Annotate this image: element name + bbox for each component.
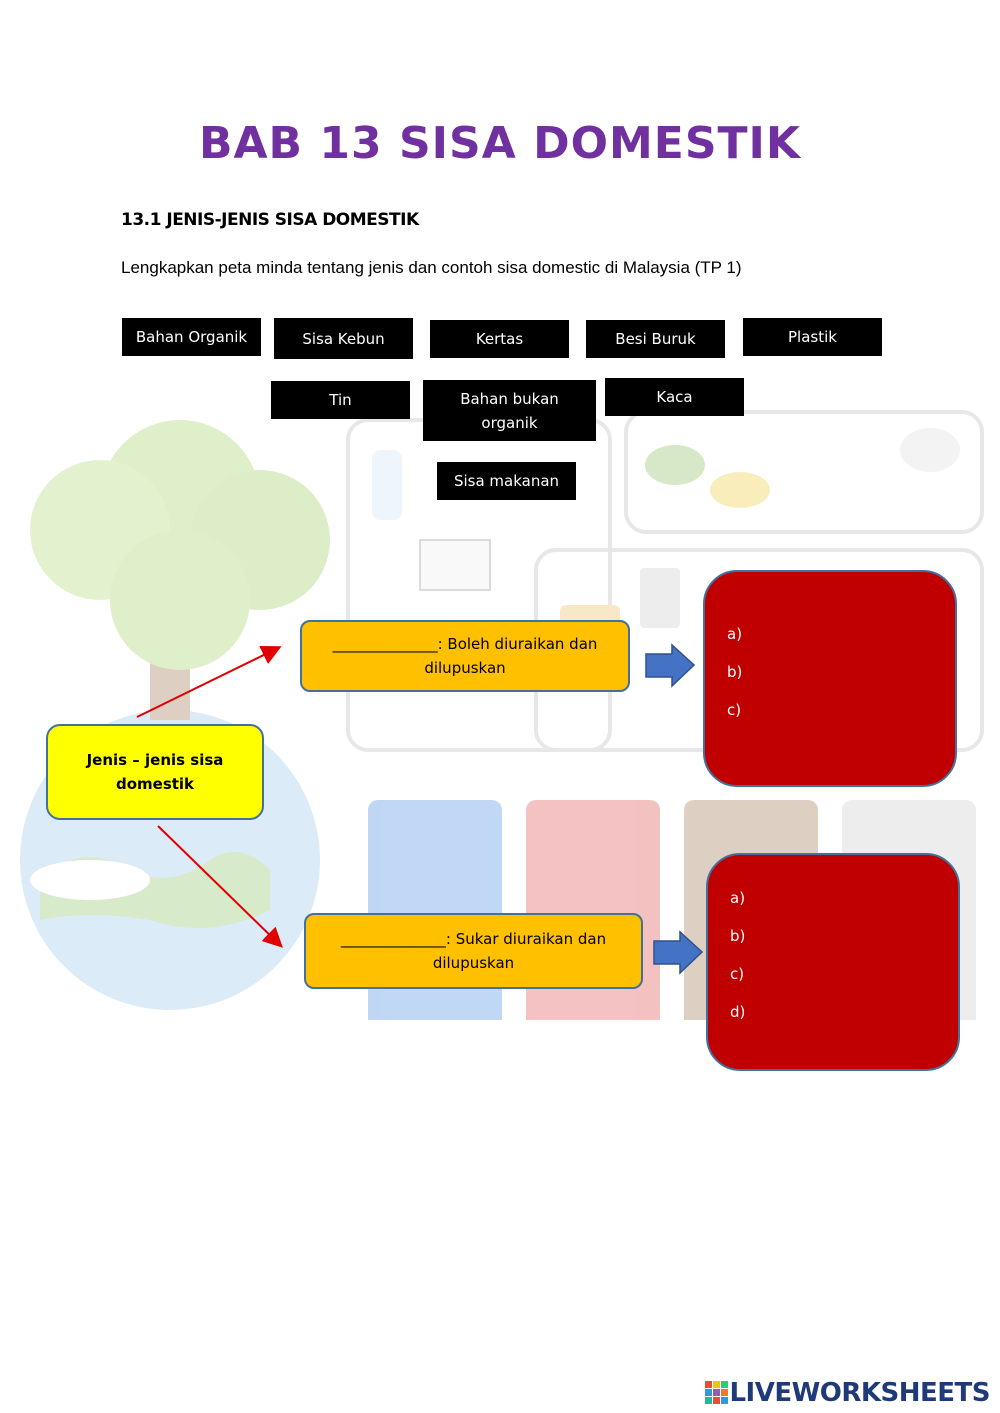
answer-label-d: d): [730, 1003, 746, 1021]
answer-label-a: a): [730, 889, 746, 907]
answer-box-bottom[interactable]: a) b) c) d): [706, 853, 960, 1071]
answer-label-a: a): [727, 625, 743, 643]
chip-bahan-bukan-organik[interactable]: Bahan bukan organik: [423, 380, 596, 441]
answer-label-b: b): [727, 663, 743, 681]
answer-label-c: c): [730, 965, 745, 983]
red-arrow-bottom: [157, 825, 283, 948]
type-box-non-biodegradable[interactable]: ______________: Sukar diuraikan dan dilu…: [304, 913, 643, 989]
instruction-text: Lengkapkan peta minda tentang jenis dan …: [121, 258, 742, 277]
answer-label-b: b): [730, 927, 746, 945]
liveworksheets-logo-icon: [705, 1381, 729, 1404]
blue-arrow-right-icon: [653, 930, 704, 975]
section-subtitle: 13.1 JENIS-JENIS SISA DOMESTIK: [121, 210, 419, 230]
type-box-biodegradable[interactable]: ______________: Boleh diuraikan dan dilu…: [300, 620, 630, 692]
chip-tin[interactable]: Tin: [271, 381, 410, 419]
chip-sisa-kebun[interactable]: Sisa Kebun: [274, 318, 413, 359]
logo-text: LIVEWORKSHEETS: [729, 1378, 990, 1408]
red-arrow-top: [136, 646, 282, 718]
chip-kaca[interactable]: Kaca: [605, 378, 744, 416]
center-topic-box: Jenis – jenis sisa domestik: [46, 724, 264, 820]
answer-label-c: c): [727, 701, 742, 719]
chip-besi-buruk[interactable]: Besi Buruk: [586, 320, 725, 358]
blue-arrow-right-icon: [645, 643, 696, 688]
liveworksheets-logo: LIVEWORKSHEETS: [705, 1378, 990, 1408]
answer-box-top[interactable]: a) b) c): [703, 570, 957, 787]
chip-sisa-makanan[interactable]: Sisa makanan: [437, 462, 576, 500]
chip-plastik[interactable]: Plastik: [743, 318, 882, 356]
page-title: BAB 13 SISA DOMESTIK: [198, 118, 802, 169]
chip-kertas[interactable]: Kertas: [430, 320, 569, 358]
chip-bahan-organik[interactable]: Bahan Organik: [122, 318, 261, 356]
